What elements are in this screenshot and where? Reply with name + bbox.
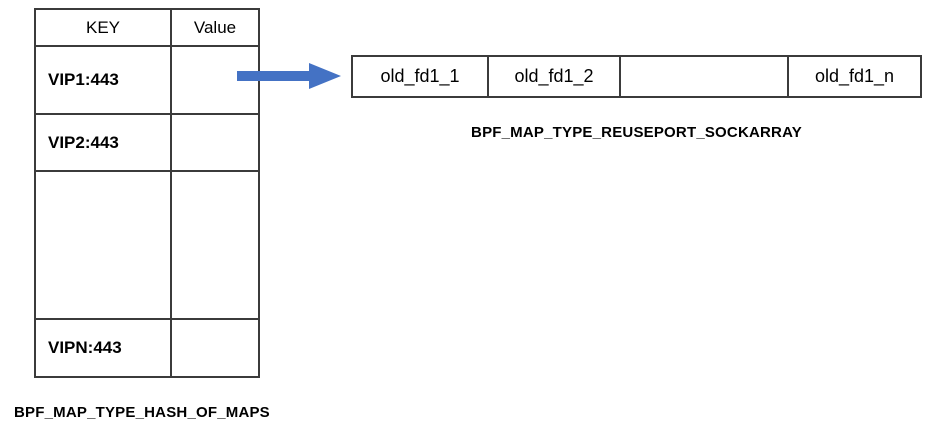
- sockarray-cell-empty: [621, 57, 789, 96]
- sockarray-cell: old_fd1_2: [489, 57, 621, 96]
- sockarray-caption: BPF_MAP_TYPE_REUSEPORT_SOCKARRAY: [471, 124, 802, 141]
- table-row: VIPN:443: [36, 320, 258, 376]
- hash-key-cell: VIPN:443: [36, 320, 172, 376]
- sockarray-cell: old_fd1_n: [814, 66, 895, 86]
- table-row: VIP2:443: [36, 115, 258, 172]
- hash-value-cell: [172, 172, 258, 318]
- hash-value-cell: [172, 115, 258, 170]
- sockarray-cell: old_fd1_1: [353, 57, 489, 96]
- hash-value-cell: [172, 320, 258, 376]
- points-to-arrow-icon: [237, 63, 341, 89]
- reuseport-sockarray-table: old_fd1_1 old_fd1_2 old_fd1_n: [351, 55, 922, 98]
- hash-key-cell: VIP2:443: [36, 115, 172, 170]
- table-header-row: KEY Value: [36, 10, 258, 47]
- table-row-ellipsis: [36, 172, 258, 320]
- hash-key-cell: VIP1:443: [36, 47, 172, 113]
- table-row: VIP1:443: [36, 47, 258, 115]
- column-header-key: KEY: [36, 10, 172, 45]
- hash-of-maps-table: KEY Value VIP1:443 VIP2:443 VIPN:443: [34, 8, 260, 378]
- hash-of-maps-caption: BPF_MAP_TYPE_HASH_OF_MAPS: [14, 404, 270, 421]
- hash-key-cell: [36, 172, 172, 318]
- column-header-value: Value: [193, 17, 237, 37]
